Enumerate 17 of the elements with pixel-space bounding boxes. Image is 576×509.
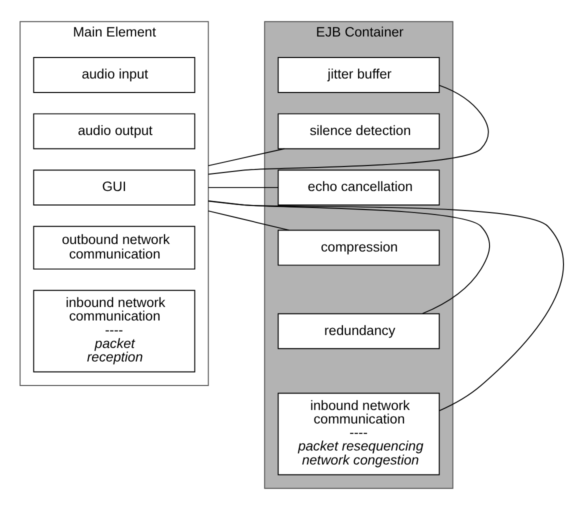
node-box: echo cancellation — [278, 169, 440, 206]
connector — [208, 148, 285, 166]
connector — [208, 200, 490, 314]
connector — [208, 210, 290, 230]
node-box: audio output — [33, 112, 196, 149]
node-box: compression — [278, 229, 440, 266]
node-box: redundancy — [278, 312, 440, 349]
node-box: audio input — [33, 56, 196, 92]
node-box: jitter buffer — [278, 56, 440, 92]
connector — [208, 200, 564, 411]
connector — [208, 84, 489, 174]
node-box: GUI — [33, 169, 196, 206]
node-box: inbound network communication ---- packet resequencing network congestion — [278, 392, 440, 475]
connector — [208, 186, 279, 188]
node-box: inbound network communication ---- packet reception — [33, 289, 196, 372]
node-box: silence detection — [278, 112, 440, 149]
node-box: outbound network communication — [33, 225, 196, 270]
